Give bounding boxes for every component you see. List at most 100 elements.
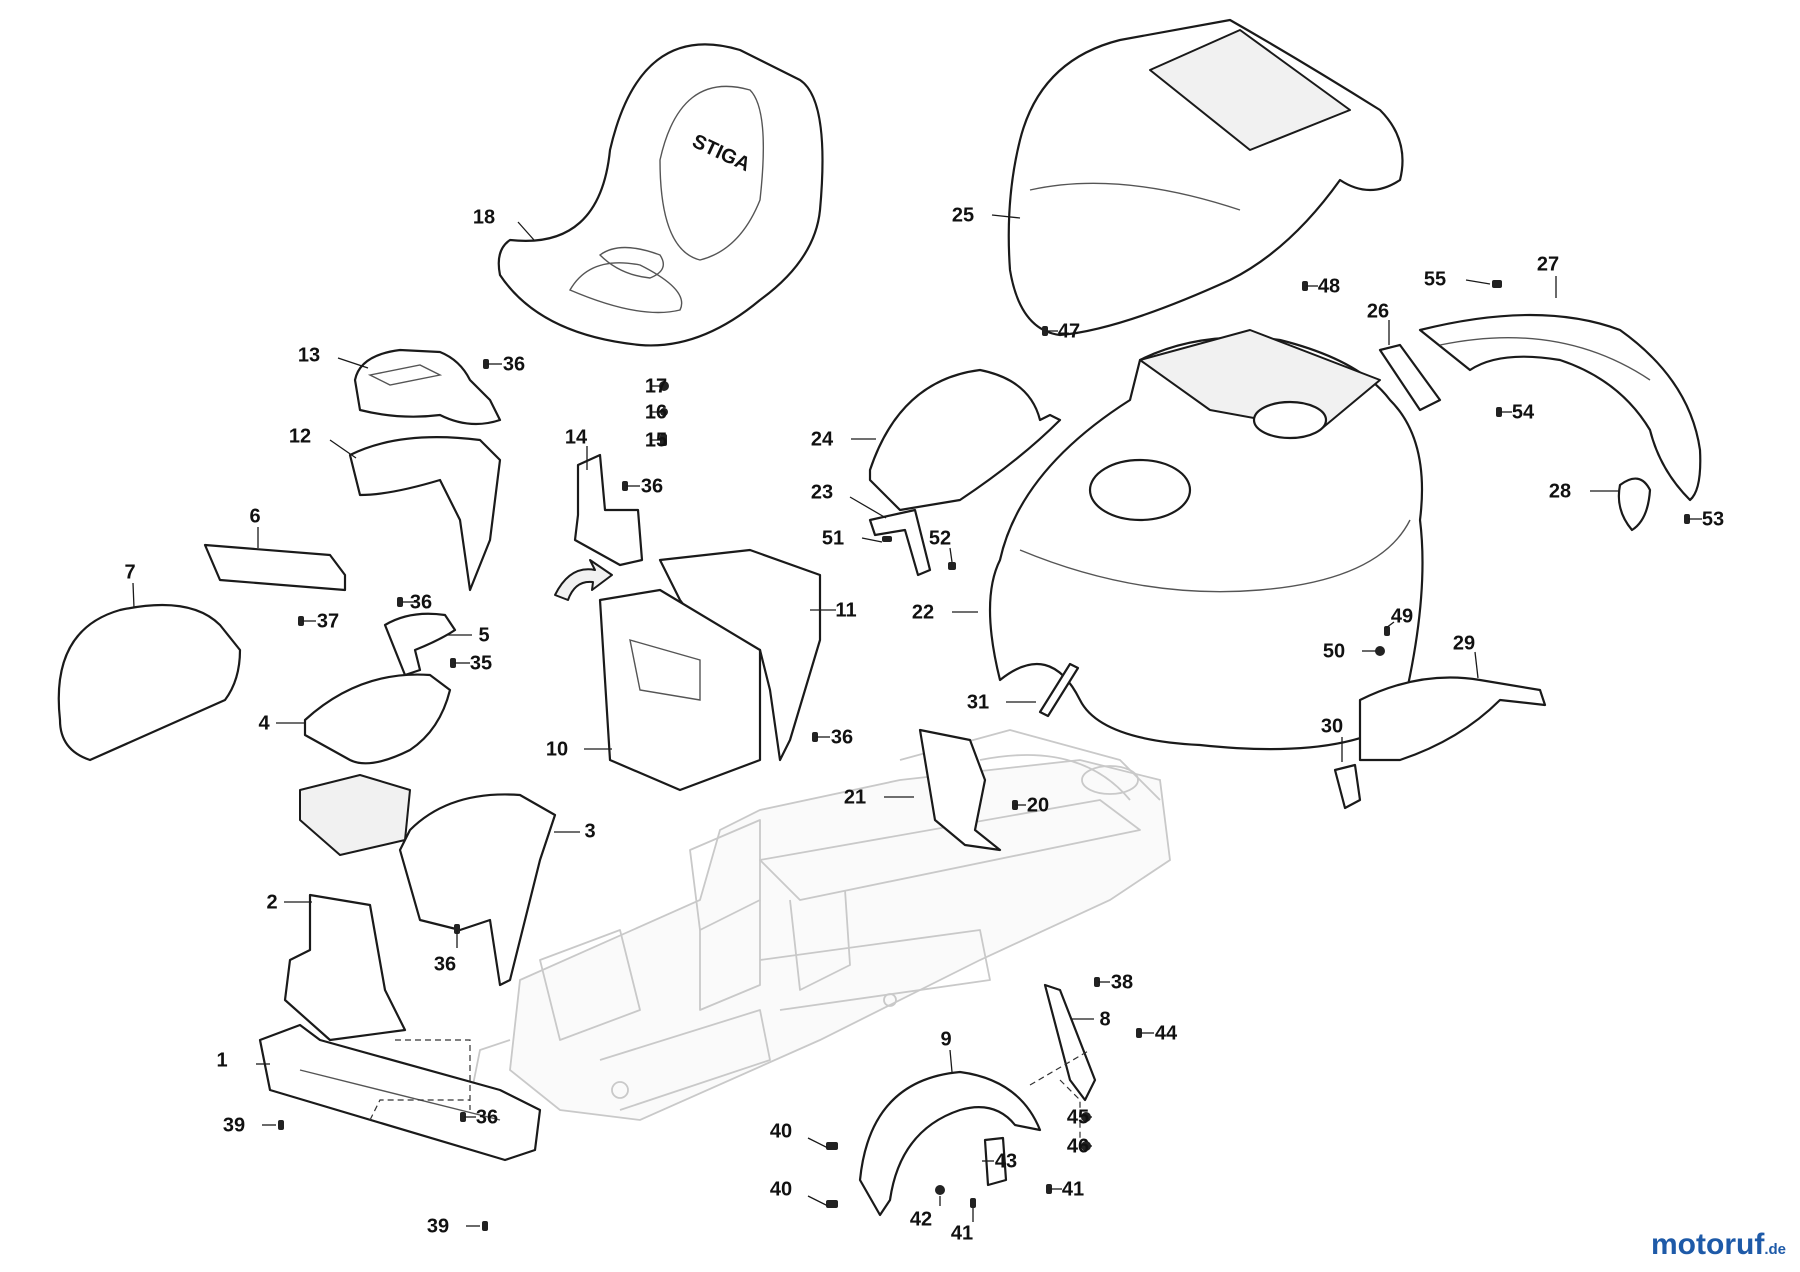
callout-15: 15 — [645, 429, 667, 451]
callout-5: 5 — [478, 624, 489, 646]
callout-50: 50 — [1323, 640, 1345, 662]
callout-39a: 39 — [223, 1114, 245, 1136]
part-bracket-8 — [1043, 983, 1097, 1102]
callout-25: 25 — [952, 204, 974, 226]
callout-1: 1 — [216, 1049, 227, 1071]
fasteners — [278, 280, 1690, 1231]
callout-46: 46 — [1067, 1135, 1089, 1157]
rotate-arrow-icon — [554, 559, 613, 601]
callout-18: 18 — [473, 206, 495, 228]
callout-47: 47 — [1058, 320, 1080, 342]
callout-31: 31 — [967, 691, 989, 713]
callout-8: 8 — [1099, 1008, 1110, 1030]
part-fender-29 — [1358, 676, 1547, 762]
callout-37: 37 — [317, 610, 339, 632]
callout-13: 13 — [298, 344, 320, 366]
part-clip-43 — [983, 1136, 1008, 1187]
part-cover-3 — [398, 793, 557, 987]
part-cover-2 — [283, 893, 407, 1042]
part-pin-31 — [1038, 662, 1080, 718]
part-cap-5 — [383, 612, 457, 677]
leader-line-18 — [517, 221, 535, 241]
callout-41a: 41 — [1062, 1178, 1084, 1200]
part-wheel-cover-7 — [57, 603, 242, 762]
callout-28: 28 — [1549, 480, 1571, 502]
callout-14: 14 — [565, 426, 588, 448]
part-plate-14 — [573, 453, 644, 567]
callout-55: 55 — [1424, 268, 1446, 290]
callout-38: 38 — [1111, 971, 1133, 993]
callout-30: 30 — [1321, 715, 1343, 737]
part-battery — [299, 774, 411, 856]
callout-54: 54 — [1512, 401, 1535, 423]
part-hood — [1007, 18, 1404, 337]
leader-line-49 — [1385, 621, 1395, 629]
callout-27: 27 — [1537, 253, 1559, 275]
callout-42: 42 — [910, 1208, 932, 1230]
leader-line-55 — [1465, 279, 1491, 285]
part-cover-4 — [303, 673, 452, 765]
callout-52: 52 — [929, 527, 951, 549]
part-fender-9 — [858, 1070, 1042, 1217]
part-bumper-1 — [258, 1023, 542, 1162]
leader-line-52 — [949, 547, 953, 563]
part-bracket-30 — [1333, 763, 1362, 810]
callout-49: 49 — [1391, 605, 1413, 627]
leader-line-13 — [337, 357, 369, 369]
callout-3: 3 — [584, 820, 595, 842]
callout-41b: 41 — [951, 1222, 973, 1244]
callout-6: 6 — [249, 505, 260, 527]
part-housing-10 — [598, 588, 762, 792]
callout-10: 10 — [546, 738, 568, 760]
callout-4: 4 — [258, 712, 270, 734]
callout-21: 21 — [844, 786, 866, 808]
part-cover-28 — [1617, 477, 1652, 532]
callout-26: 26 — [1367, 300, 1389, 322]
callout-2: 2 — [266, 891, 277, 913]
leader-line-29 — [1474, 651, 1479, 679]
callout-48: 48 — [1318, 275, 1340, 297]
callout-45: 45 — [1067, 1106, 1089, 1128]
callout-35: 35 — [470, 652, 492, 674]
callout-36f: 36 — [476, 1106, 498, 1128]
part-console-13 — [353, 348, 502, 426]
watermark: motoruf.de — [1651, 1228, 1786, 1262]
part-panel-6 — [203, 543, 347, 592]
callout-11: 11 — [835, 599, 856, 621]
part-bracket-26 — [1378, 343, 1442, 412]
callout-36b: 36 — [641, 475, 663, 497]
callout-9: 9 — [940, 1028, 951, 1050]
leader-line-12 — [329, 439, 357, 459]
callout-51: 51 — [822, 527, 844, 549]
leader-line-23 — [849, 496, 887, 519]
callout-20: 20 — [1027, 794, 1049, 816]
leader-line-40b — [807, 1195, 829, 1207]
leader-line-25 — [991, 214, 1021, 219]
leader-line-40a — [807, 1137, 829, 1149]
callout-40b: 40 — [770, 1178, 792, 1200]
callout-23: 23 — [811, 481, 833, 503]
leader-line-7 — [132, 582, 135, 609]
watermark-tld: .de — [1764, 1241, 1786, 1258]
leader-line-51 — [861, 537, 883, 543]
chassis-frame — [469, 729, 1171, 1121]
callout-24: 24 — [811, 428, 834, 450]
callout-36c: 36 — [410, 591, 432, 613]
callout-40a: 40 — [770, 1120, 792, 1142]
callout-16: 16 — [645, 401, 667, 423]
part-bracket-23 — [868, 508, 932, 577]
callout-17: 17 — [645, 375, 667, 397]
part-cover-12 — [348, 436, 502, 592]
part-body-shell — [988, 329, 1424, 751]
part-fender-strip — [1418, 313, 1702, 502]
callout-39b: 39 — [427, 1215, 449, 1237]
part-bracket-21 — [918, 728, 1002, 852]
callout-36a: 36 — [503, 353, 525, 375]
callout-53: 53 — [1702, 508, 1724, 530]
leader-line-9 — [949, 1049, 953, 1073]
assembly-lines — [369, 1039, 1091, 1140]
part-cover-24 — [868, 368, 1062, 512]
callout-7: 7 — [124, 561, 135, 583]
